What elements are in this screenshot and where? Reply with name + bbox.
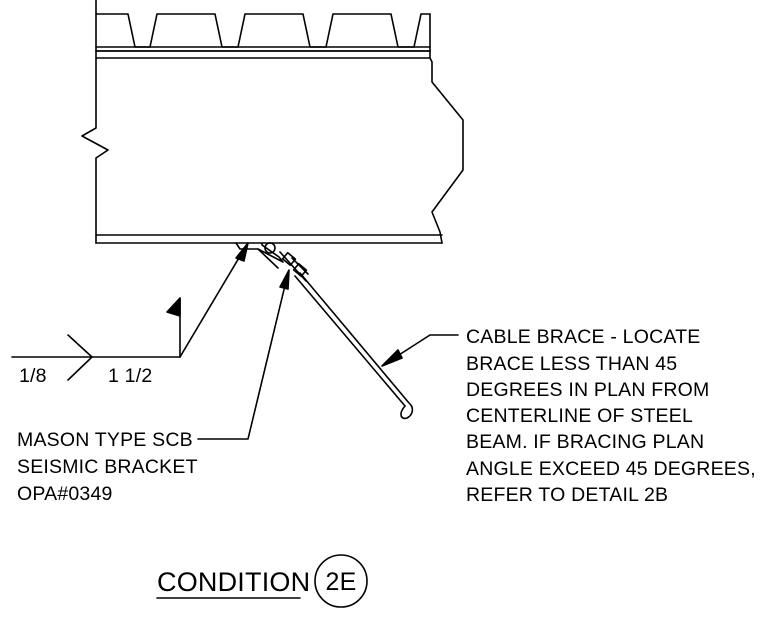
bracket-leader-line: [197, 272, 289, 440]
bracket-note-line-2: SEISMIC BRACKET: [17, 456, 198, 478]
cable-line-b: [299, 272, 410, 404]
metal-deck: [95, 13, 431, 52]
cable-note-line-3: DEGREES IN PLAN FROM: [466, 379, 709, 401]
right-break-line: [429, 13, 464, 244]
field-weld-flag: [166, 297, 181, 317]
cable-note-line-4: CENTERLINE OF STEEL: [466, 405, 693, 427]
cable-note-line-1: CABLE BRACE - LOCATE: [466, 326, 700, 348]
steel-beam: [81, 0, 464, 244]
bolt-nut-lower: [292, 262, 308, 278]
cable-end-hook: [400, 403, 414, 420]
bracket-leader-arrowhead: [279, 269, 290, 290]
bracket-note-line-1: MASON TYPE SCB: [17, 429, 193, 451]
cable-callout: [381, 334, 459, 367]
bolt-shaft-2: [291, 257, 309, 275]
cable-brace: [294, 272, 414, 420]
left-break-line: [81, 0, 109, 244]
bracket-plate: [235, 242, 284, 263]
cable-note-line-6: ANGLE EXCEED 45 DEGREES,: [466, 458, 756, 480]
detail-tag: 2E: [326, 568, 357, 596]
detail-tag-circle: [314, 554, 368, 608]
cable-note-line-5: BEAM. IF BRACING PLAN: [466, 431, 704, 453]
deck-profile: [95, 13, 431, 48]
detail-title: CONDITION: [157, 567, 310, 597]
cable-line-a: [294, 275, 406, 407]
bolt-nut-upper: [281, 251, 297, 267]
weld-symbol: [11, 242, 249, 381]
cable-note-line-7: REFER TO DETAIL 2B: [466, 484, 668, 506]
fillet-weld-triangle: [67, 334, 93, 381]
cable-note-line-2: BRACE LESS THAN 45: [466, 353, 677, 375]
bracket-callout: [197, 269, 290, 440]
cable-leader-arrowhead: [381, 349, 403, 367]
weld-leader-line: [179, 245, 247, 358]
weld-length-label: 1 1/2: [108, 365, 152, 387]
cable-leader-line: [387, 334, 459, 363]
weld-size-label: 1/8: [19, 365, 47, 387]
bracket-pin-icon: [264, 242, 276, 254]
weld-leader-arrowhead: [235, 242, 249, 262]
bracket-arm: [257, 248, 279, 269]
bracket-note-line-3: OPA#0349: [17, 483, 113, 505]
